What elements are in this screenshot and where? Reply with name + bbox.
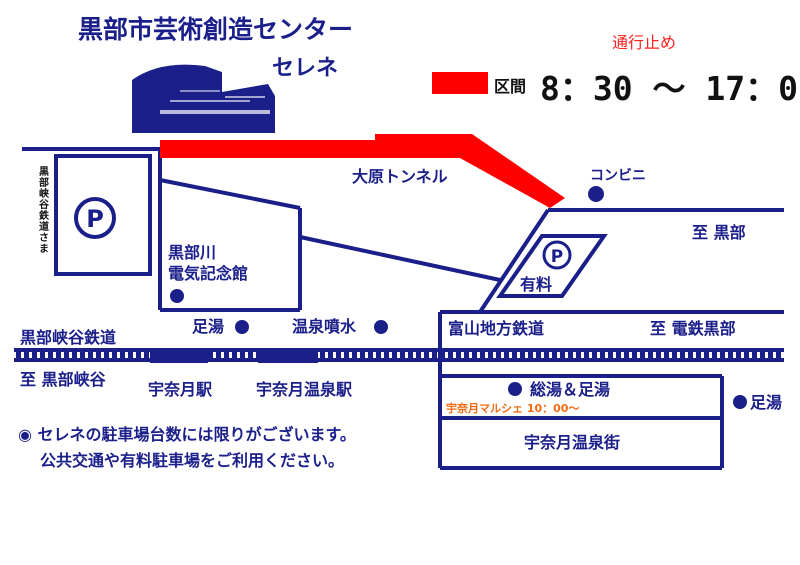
notice-line-2: 公共交通や有料駐車場をご利用ください。 xyxy=(40,451,344,470)
soyu-marker-icon xyxy=(508,382,522,396)
toyama-rail-label: 富山地方鉄道 xyxy=(448,319,544,338)
ashiyu-marker-icon xyxy=(235,320,249,334)
unazuki-onsen-station-label: 宇奈月温泉駅 xyxy=(256,380,353,399)
map-subtitle: セレネ xyxy=(272,56,338,81)
railway-track xyxy=(14,351,784,359)
unazuki-station-label: 宇奈月駅 xyxy=(148,380,213,399)
selene-building-icon xyxy=(132,64,275,133)
roads xyxy=(14,147,784,470)
paid-parking-label: 有料 xyxy=(520,275,552,294)
parking-icon xyxy=(74,197,116,239)
ashiyu-2-marker-icon xyxy=(733,395,747,409)
notice-line-1: ◉ セレネの駐車場台数には限りがございます。 xyxy=(18,425,356,444)
onsen-funsui-label: 温泉噴水 xyxy=(291,317,357,336)
kinenkan-label-2: 電気記念館 xyxy=(168,264,248,283)
closure-time: 8：30 ～ 17：00 xyxy=(540,69,800,108)
closed-road-segment xyxy=(160,134,565,208)
to-kurobe-kyokoku-label: 至 黒部峡谷 xyxy=(20,370,107,389)
kinenkan-marker-icon xyxy=(170,289,184,303)
to-kurobe-label: 至 黒部 xyxy=(692,223,746,242)
tunnel-label: 大原トンネル xyxy=(352,167,448,186)
paid-parking-lot xyxy=(496,234,608,298)
unazuki-station-marker xyxy=(150,349,208,363)
unazuki-onsen-station-marker xyxy=(258,349,318,363)
parking-lot-left xyxy=(54,154,152,276)
parking-symbol-right: P xyxy=(551,247,563,267)
ashiyu-label-2: 足湯 xyxy=(750,393,782,412)
map-title: 黒部市芸術創造センター xyxy=(78,15,353,44)
soyu-label: 総湯＆足湯 xyxy=(530,380,610,399)
ashiyu-label-1: 足湯 xyxy=(192,317,224,336)
parking-symbol-left: P xyxy=(86,205,104,233)
paid-parking-icon xyxy=(542,240,572,270)
onsengai-label: 宇奈月温泉街 xyxy=(524,433,620,452)
kurobe-kyokoku-rail-label: 黒部峡谷鉄道 xyxy=(20,328,116,347)
conbini-marker-icon xyxy=(588,186,604,202)
conbini-label: コンビニ xyxy=(590,168,646,184)
closure-label: 通行止め xyxy=(612,33,676,52)
marche-label: 宇奈月マルシェ 10：00～ xyxy=(446,401,579,415)
closure-section-label: 区間 xyxy=(494,77,526,96)
kinenkan-label-1: 黒部川 xyxy=(168,243,216,262)
closure-legend-swatch xyxy=(432,72,488,94)
to-dentetsu-kurobe-label: 至 電鉄黒部 xyxy=(650,319,736,338)
onsen-funsui-marker-icon xyxy=(374,320,388,334)
vertical-label: 黒部峡谷鉄道さま xyxy=(37,166,49,254)
